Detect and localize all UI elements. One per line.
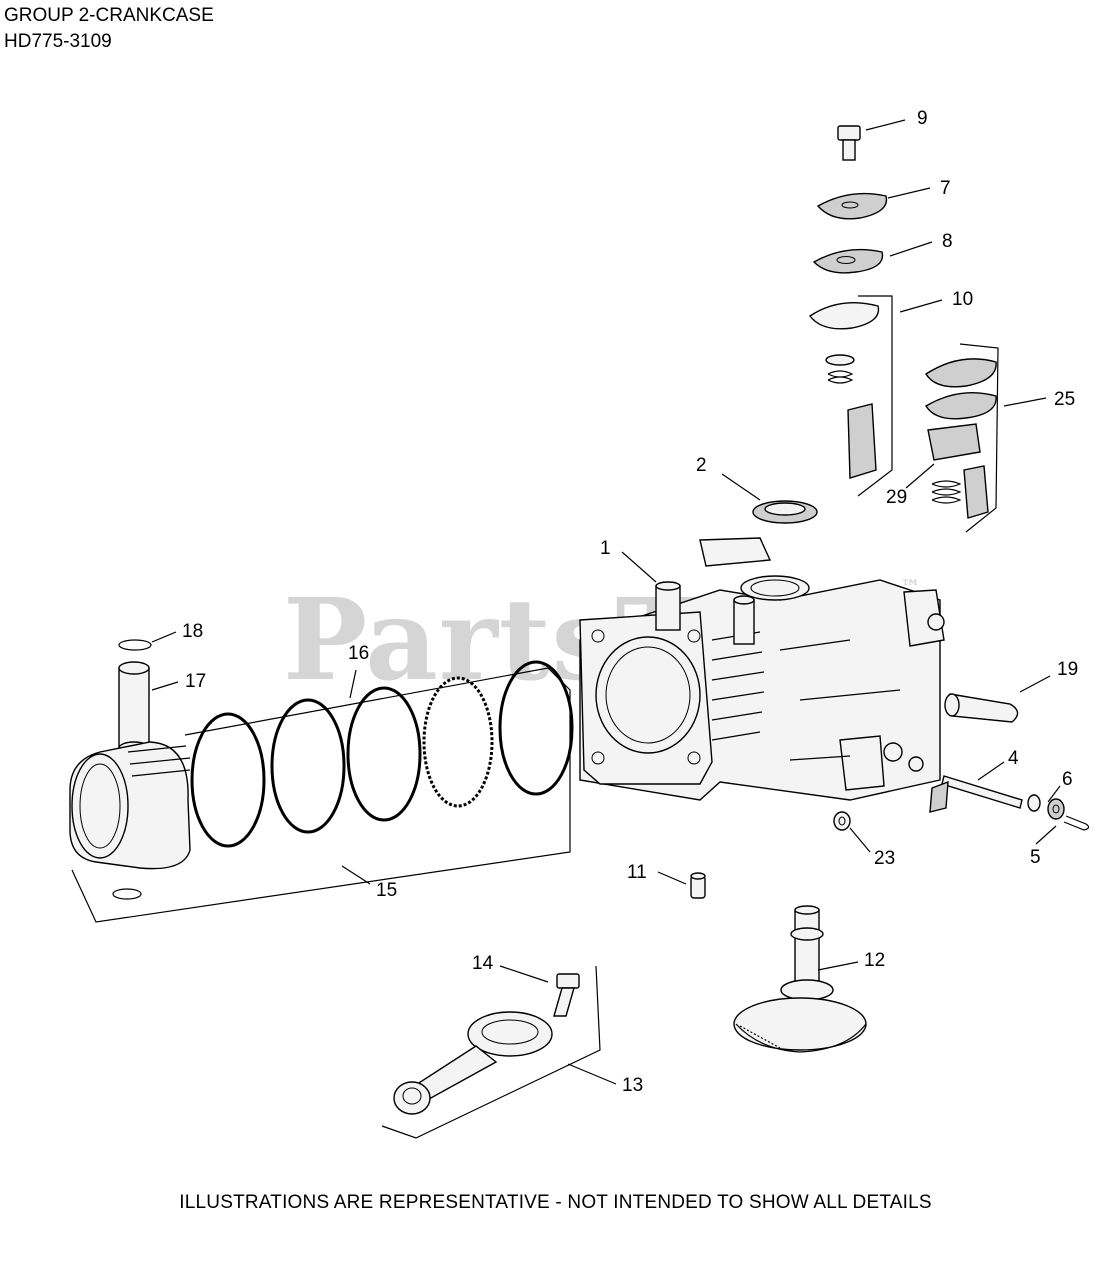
group-title: GROUP 2-CRANKCASE [4, 5, 214, 26]
part-12-camshaft[interactable] [733, 905, 867, 1053]
part-25-kit[interactable] [925, 343, 999, 533]
callout-10: 10 [952, 289, 973, 310]
part-19-breather[interactable] [944, 693, 1019, 723]
part-13-connecting-rod[interactable] [381, 965, 601, 1139]
part-7-plate[interactable] [816, 192, 888, 220]
callout-25: 25 [1054, 389, 1075, 410]
part-11-dowel-pin[interactable] [690, 872, 706, 899]
part-15-piston-assembly[interactable] [69, 667, 571, 923]
part-16-ring-set[interactable] [190, 660, 574, 848]
callout-12: 12 [864, 950, 885, 971]
callout-11: 11 [627, 862, 647, 883]
callout-5: 5 [1030, 847, 1041, 868]
callout-14: 14 [472, 953, 494, 974]
part-8-plate[interactable] [812, 248, 884, 274]
callout-23: 23 [874, 848, 895, 869]
part-18-retaining-ring[interactable] [118, 639, 152, 651]
part-10-kit[interactable] [808, 295, 893, 497]
callout-19: 19 [1057, 659, 1078, 680]
part-4-governor-shaft[interactable] [929, 775, 1023, 813]
callout-9: 9 [917, 108, 928, 129]
callout-8: 8 [942, 231, 953, 252]
callout-13: 13 [622, 1075, 643, 1096]
callout-17: 17 [185, 671, 206, 692]
callout-4: 4 [1008, 748, 1019, 769]
leader-lines [151, 119, 1061, 1085]
part-5-clip[interactable] [1063, 815, 1090, 831]
part-1-crankcase[interactable] [579, 537, 945, 801]
callout-labels: 9 7 8 10 25 2 29 1 19 4 6 5 23 11 12 14 … [182, 108, 1078, 1096]
callout-15: 15 [376, 880, 397, 901]
callout-1: 1 [600, 538, 611, 559]
part-2-oil-seal[interactable] [752, 500, 818, 524]
part-23-washer[interactable] [833, 811, 851, 831]
model-number: HD775-3109 [4, 31, 112, 52]
part-14-bolt[interactable] [553, 973, 580, 1017]
callout-16: 16 [348, 643, 369, 664]
callout-7: 7 [940, 178, 951, 199]
part-9-bolt[interactable] [837, 125, 861, 161]
callout-2: 2 [696, 455, 707, 476]
part-6-washer[interactable] [1027, 794, 1065, 820]
callout-18: 18 [182, 621, 203, 642]
callout-29: 29 [886, 487, 907, 508]
part-17-piston-pin[interactable] [118, 661, 150, 755]
callout-6: 6 [1062, 769, 1073, 790]
disclaimer-footer: ILLUSTRATIONS ARE REPRESENTATIVE - NOT I… [179, 1192, 932, 1213]
